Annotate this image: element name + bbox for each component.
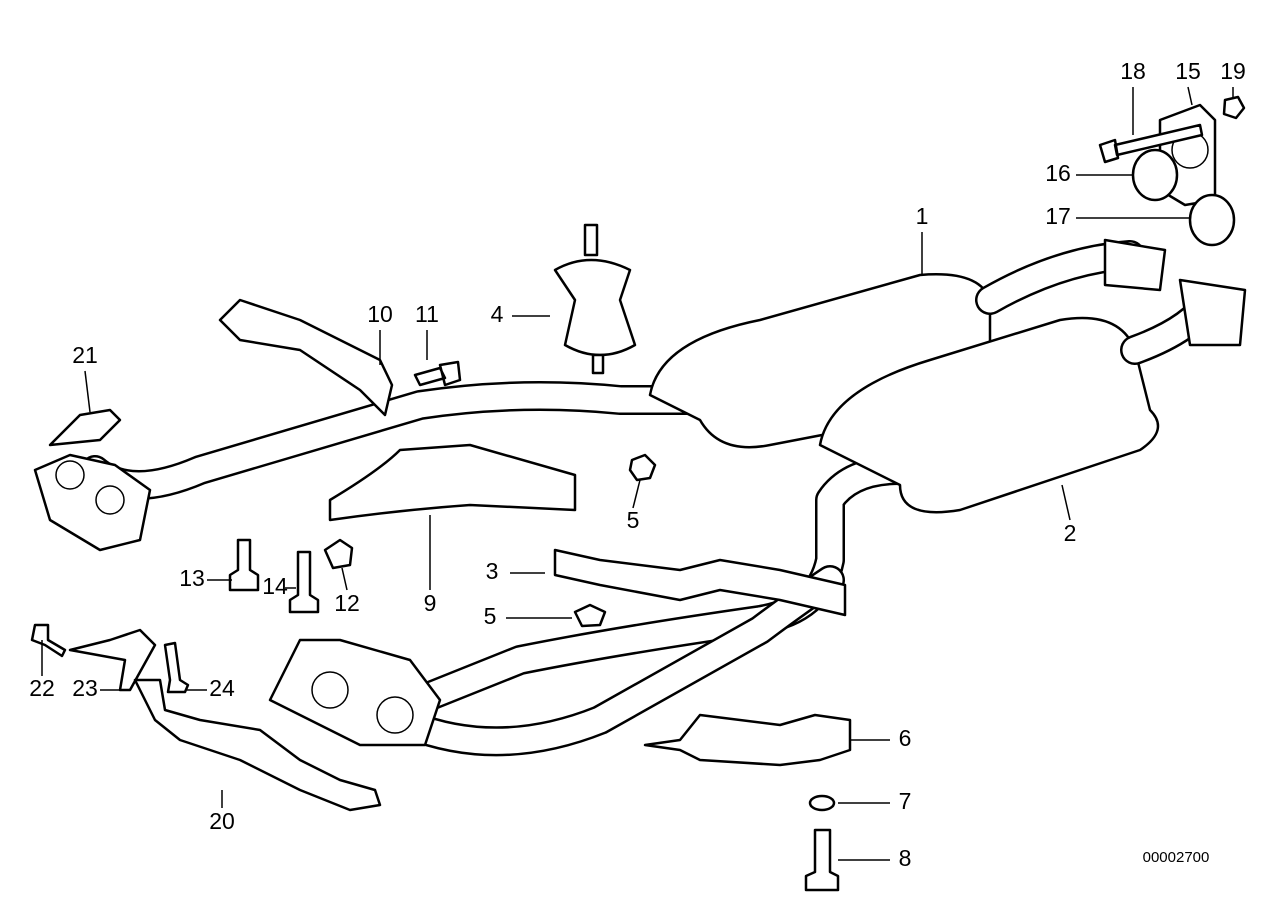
flange-front-right[interactable] xyxy=(268,638,442,747)
part-label-5[interactable]: 5 xyxy=(484,603,497,629)
part-label-24[interactable]: 24 xyxy=(209,675,235,701)
bracket-6[interactable] xyxy=(643,713,852,767)
part-label-5[interactable]: 5 xyxy=(627,507,640,533)
washer-7[interactable] xyxy=(808,794,836,812)
part-label-22[interactable]: 22 xyxy=(29,675,55,701)
gasket-16[interactable] xyxy=(1131,148,1179,202)
part-label-10[interactable]: 10 xyxy=(367,301,393,327)
bracket-20[interactable] xyxy=(133,678,382,812)
part-label-20[interactable]: 20 xyxy=(209,808,235,834)
bolt-8[interactable] xyxy=(804,828,840,892)
nut-12[interactable] xyxy=(323,538,354,570)
part-label-9[interactable]: 9 xyxy=(424,590,437,616)
leader-line-21 xyxy=(84,370,91,413)
part-label-1[interactable]: 1 xyxy=(916,203,929,229)
part-label-15[interactable]: 15 xyxy=(1175,58,1201,84)
bolt-18[interactable] xyxy=(1098,123,1204,164)
leader-lines xyxy=(41,86,1234,861)
bracket-9[interactable] xyxy=(328,443,577,522)
bolt-14[interactable] xyxy=(288,550,320,614)
part-label-12[interactable]: 12 xyxy=(334,590,360,616)
part-label-13[interactable]: 13 xyxy=(179,565,205,591)
rubber-mount-4[interactable] xyxy=(553,258,637,357)
part-label-11[interactable]: 11 xyxy=(415,301,439,327)
part-label-17[interactable]: 17 xyxy=(1045,203,1071,229)
diagram-code: 00002700 xyxy=(1143,849,1210,866)
nut-5-lower[interactable] xyxy=(573,603,607,628)
bolt-24[interactable] xyxy=(163,641,190,694)
parts-drawing xyxy=(30,95,1247,892)
bolt-22[interactable] xyxy=(30,623,67,658)
clamp-23[interactable] xyxy=(68,628,157,692)
part-label-7[interactable]: 7 xyxy=(899,788,912,814)
part-label-2[interactable]: 2 xyxy=(1064,520,1077,546)
part-label-14[interactable]: 14 xyxy=(262,573,288,599)
part-label-4[interactable]: 4 xyxy=(491,301,504,327)
nut-5-upper[interactable] xyxy=(628,453,657,482)
clamp-3[interactable] xyxy=(553,548,847,617)
part-label-16[interactable]: 16 xyxy=(1045,160,1071,186)
part-label-19[interactable]: 19 xyxy=(1220,58,1246,84)
bolt-11[interactable] xyxy=(413,360,462,387)
leader-line-15 xyxy=(1187,86,1193,106)
part-label-6[interactable]: 6 xyxy=(899,725,912,751)
gasket-17[interactable] xyxy=(1188,193,1236,247)
part-label-3[interactable]: 3 xyxy=(486,558,499,584)
part-label-23[interactable]: 23 xyxy=(72,675,98,701)
part-label-18[interactable]: 18 xyxy=(1120,58,1146,84)
leader-line-2 xyxy=(1061,484,1071,521)
leader-line-5 xyxy=(632,479,641,509)
clamp-10[interactable] xyxy=(218,298,394,417)
part-label-8[interactable]: 8 xyxy=(899,845,912,871)
bolt-13[interactable] xyxy=(228,538,260,592)
flange-front-left[interactable] xyxy=(33,453,152,552)
clamp-21[interactable] xyxy=(48,408,122,447)
part-label-21[interactable]: 21 xyxy=(72,342,98,368)
nut-19[interactable] xyxy=(1222,95,1246,120)
leader-line-12 xyxy=(341,567,348,591)
